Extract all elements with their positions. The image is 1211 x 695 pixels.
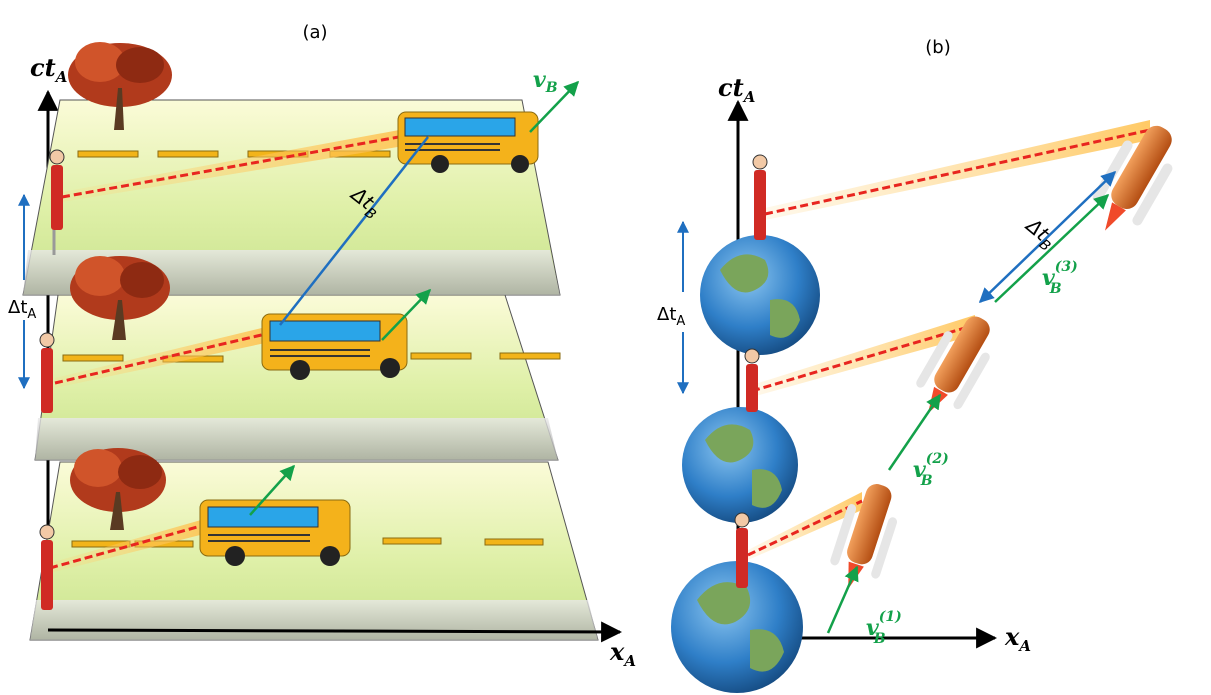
bus-icon (199, 499, 351, 566)
light-ray (49, 522, 209, 570)
velocity-label-1: v(1)B (866, 609, 902, 647)
panel-a: (a) (8, 22, 636, 670)
observer-icon (734, 512, 750, 588)
velocity-arrow (381, 288, 432, 341)
tree-icon (68, 42, 172, 130)
rocket-icon (830, 484, 898, 589)
velocity-arrow (826, 565, 859, 634)
observer-icon (752, 154, 768, 240)
bus-icon (397, 111, 539, 173)
panel-a-space-axis (47, 621, 623, 643)
panel-b-proper-interval-label: ΔtB (1018, 212, 1061, 255)
light-glow (752, 315, 975, 397)
light-ray (764, 128, 1151, 216)
panel-b-x-axis-label: xA (1004, 622, 1031, 655)
bus-icon (261, 313, 408, 380)
panel-b-label: (b) (925, 37, 950, 58)
earth-icon (682, 407, 798, 523)
panel-a-x-axis-label: xA (609, 637, 636, 670)
tree-icon (70, 256, 170, 340)
light-glow (62, 128, 410, 202)
velocity-arrow (887, 393, 942, 471)
observer-icon (744, 348, 760, 412)
light-ray (751, 323, 976, 393)
proper-interval-line (279, 136, 429, 326)
panel-b-observer-interval-label: ΔtA (657, 304, 685, 329)
observer-icon (39, 524, 55, 610)
observer-icon (49, 149, 65, 255)
light-glow (50, 518, 208, 573)
earth-icon (700, 235, 820, 355)
velocity-label-3: v(3)B (1042, 259, 1078, 297)
light-ray (61, 133, 411, 199)
velocity-arrow (529, 80, 580, 133)
light-ray (54, 331, 271, 385)
proper-interval-arrow (978, 170, 1117, 304)
light-ray (747, 499, 863, 557)
tree-icon (70, 448, 166, 530)
panel-a-y-axis-label: ctA (30, 53, 67, 86)
velocity-label-2: v(2)B (913, 451, 949, 489)
observer-icon (39, 332, 55, 413)
velocity-arrow (249, 464, 296, 516)
panel-b: (b) (657, 37, 1173, 693)
panel-a-velocity-label: vB (533, 67, 558, 96)
light-glow (765, 120, 1150, 220)
panel-a-label: (a) (302, 22, 327, 43)
panel-a-observer-interval-label: ΔtA (8, 297, 36, 322)
earth-icon (671, 561, 803, 693)
panel-b-y-axis-label: ctA (718, 73, 755, 106)
